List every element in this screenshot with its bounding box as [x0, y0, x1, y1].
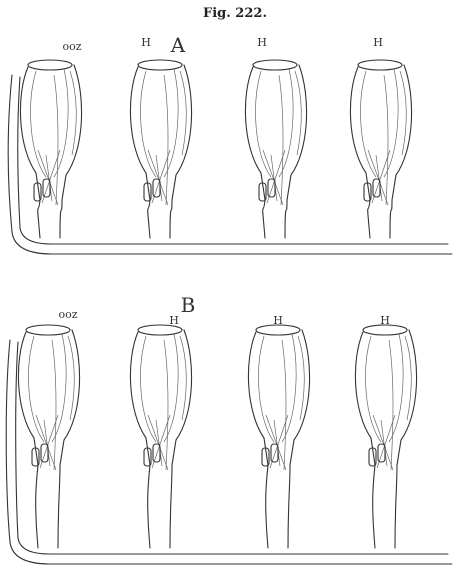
- side-tube: [70, 71, 76, 155]
- hydranth-body: [29, 334, 67, 470]
- polyp-b-1: [18, 325, 79, 548]
- theca-outline: [355, 330, 416, 548]
- side-tube: [180, 336, 186, 420]
- hydranth-body: [366, 334, 404, 470]
- polyp-b-4: [355, 325, 416, 548]
- polyp-label: H: [373, 36, 383, 49]
- hydranth-body: [259, 334, 297, 470]
- theca-rim: [26, 325, 70, 335]
- theca-rim: [28, 60, 72, 70]
- side-tube: [400, 71, 406, 155]
- polyp-label: ooz: [62, 40, 81, 53]
- theca-rim: [253, 60, 297, 70]
- hydranth-body: [361, 69, 399, 205]
- polyp-label: H: [273, 314, 283, 327]
- theca-outline: [18, 330, 79, 548]
- polyp-a-3: [245, 60, 306, 238]
- polyp-a-2: [130, 60, 191, 238]
- polyp-label: H: [169, 314, 179, 327]
- hydranth-body: [141, 334, 179, 470]
- polyp-b-2: [130, 325, 191, 548]
- polyp-label: H: [380, 314, 390, 327]
- side-tube: [405, 336, 411, 420]
- hydranth-body: [141, 69, 179, 205]
- panel-letter: B: [181, 293, 196, 317]
- theca-rim: [138, 60, 182, 70]
- side-tube: [180, 71, 186, 155]
- polyp-label: H: [141, 36, 151, 49]
- polyp-a-4: [350, 60, 411, 238]
- polyp-label: H: [257, 36, 267, 49]
- polyp-label: ooz: [58, 308, 77, 321]
- polyp-b-3: [248, 325, 309, 548]
- side-tube: [295, 71, 301, 155]
- hydranth-body: [31, 69, 69, 205]
- polyp-a-1: [20, 60, 81, 238]
- hydranth-body: [256, 69, 294, 205]
- theca-outline: [130, 330, 191, 548]
- panel-letter: A: [170, 33, 186, 57]
- side-tube: [298, 336, 304, 420]
- theca-outline: [248, 330, 309, 548]
- theca-rim: [358, 60, 402, 70]
- side-tube: [68, 336, 74, 420]
